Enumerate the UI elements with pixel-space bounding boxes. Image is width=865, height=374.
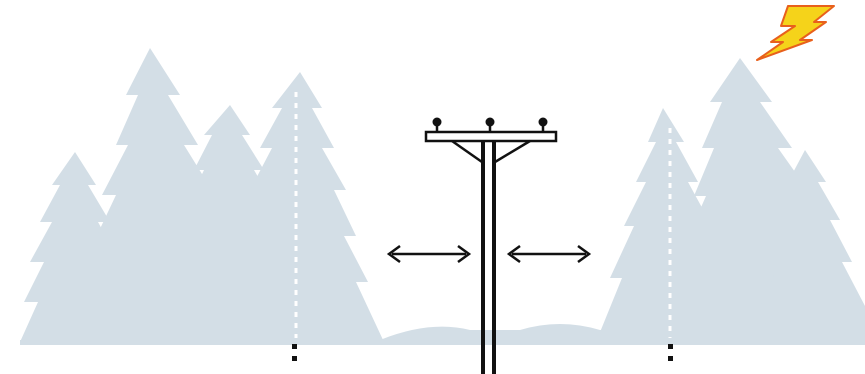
clearance-arrow-left xyxy=(389,246,469,262)
pole-shaft xyxy=(492,142,496,374)
marker-dot xyxy=(668,344,673,349)
right-forest xyxy=(596,58,865,361)
clearance-arrow-right xyxy=(509,246,589,262)
insulator-middle xyxy=(486,118,495,133)
marker-dot xyxy=(292,356,297,361)
crossarm xyxy=(426,132,556,141)
lightning-bolt-icon xyxy=(757,6,834,60)
marker-dot xyxy=(292,344,297,349)
insulator-right xyxy=(539,118,548,133)
insulator-left xyxy=(433,118,442,133)
brace-right xyxy=(495,141,530,162)
marker-dot xyxy=(668,356,673,361)
left-forest xyxy=(20,48,384,361)
pole-shaft xyxy=(481,142,485,374)
brace-left xyxy=(452,141,482,162)
